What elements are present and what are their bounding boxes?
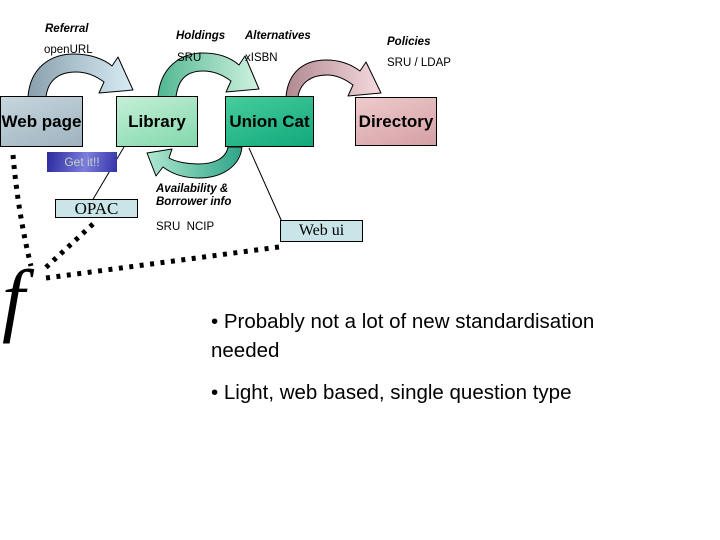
availability-title-line2: Borrower info: [156, 196, 232, 208]
holdings-protocol: SRU: [177, 52, 202, 64]
bullet-light-web: • Light, web based, single question type: [211, 378, 711, 407]
curved-arrow-availability-return: [146, 146, 243, 179]
holdings-title: Holdings: [176, 30, 226, 42]
availability-title-line1: Availability &: [156, 183, 229, 195]
curved-arrow-referral: [27, 53, 134, 98]
get-it-badge: Get it!!: [47, 152, 117, 172]
edge-label-referral-title: Referral: [45, 23, 88, 36]
edge-label-alternatives-title: Alternatives: [245, 30, 311, 43]
dotted-line-webpage-to-f: [10, 154, 34, 267]
bullet-standardisation-line2: needed: [211, 339, 280, 362]
node-web-page: Web page: [0, 96, 83, 147]
availability-protocol: SRU NCIP: [156, 221, 215, 233]
edge-label-availability-protocol: SRU NCIP: [156, 221, 214, 234]
edge-label-policies-protocol: SRU / LDAP: [387, 57, 451, 70]
node-web-page-label: Web page: [1, 111, 82, 131]
bullet-light-web-line1: • Light, web based, single question type: [211, 381, 572, 404]
edge-label-policies-title: Policies: [387, 36, 430, 49]
node-directory: Directory: [355, 97, 437, 146]
node-opac: OPAC: [55, 199, 138, 218]
bullet-standardisation-line1: • Probably not a lot of new standardisat…: [211, 310, 595, 333]
curved-arrow-policies: [285, 59, 382, 98]
bullet-standardisation: • Probably not a lot of new standardisat…: [211, 307, 711, 365]
get-it-label: Get it!!: [64, 155, 100, 169]
edge-label-referral-protocol: openURL: [44, 44, 93, 57]
curved-arrow-holdings: [157, 52, 260, 98]
edge-label-availability-title: Availability & Borrower info: [156, 183, 231, 209]
node-library: Library: [116, 96, 198, 147]
node-directory-label: Directory: [358, 111, 434, 131]
node-library-label: Library: [128, 111, 186, 131]
dotted-line-f-to-webui: [45, 244, 280, 281]
edge-label-holdings-protocol: SRU: [177, 52, 201, 65]
referral-protocol: openURL: [44, 44, 93, 56]
referral-title: Referral: [45, 23, 89, 35]
edge-label-holdings-title: Holdings: [176, 30, 225, 43]
node-opac-label: OPAC: [74, 198, 119, 218]
edge-label-alternatives-protocol: xISBN: [245, 52, 278, 65]
node-union-cat: Union Cat: [225, 96, 314, 147]
node-web-ui-label: Web ui: [298, 222, 345, 239]
policies-protocol: SRU / LDAP: [387, 57, 451, 69]
line-unioncat-to-webui: [248, 147, 283, 223]
function-f-symbol: f: [2, 253, 25, 344]
alternatives-title: Alternatives: [245, 30, 311, 42]
node-web-ui: Web ui: [280, 220, 363, 242]
alternatives-protocol: xISBN: [245, 52, 278, 64]
node-union-cat-label: Union Cat: [229, 111, 310, 131]
dotted-line-opac-to-f: [40, 222, 95, 273]
policies-title: Policies: [387, 36, 431, 48]
